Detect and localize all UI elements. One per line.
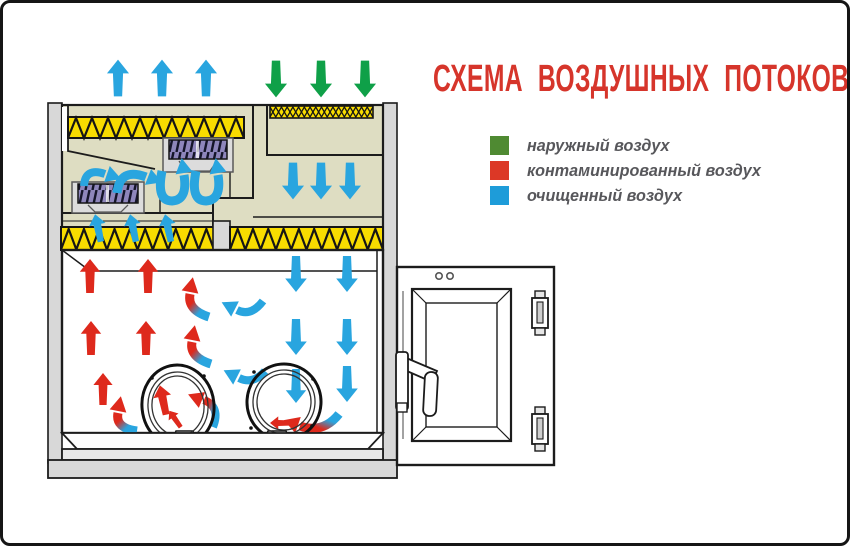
exhaust-air-arrows [106, 59, 218, 97]
pass-through-door [410, 287, 513, 443]
intake-air-arrows [264, 60, 377, 98]
legend: наружный воздух контаминированный воздух… [490, 136, 773, 211]
work-surface [47, 432, 398, 479]
door-hinge-top [531, 290, 549, 336]
page-title: СХЕМА ВОЗДУШНЫХ ПОТОКОВ [433, 58, 850, 100]
legend-label-contaminated-air: контаминированный воздух [527, 160, 761, 180]
outside-air-swatch-icon [490, 136, 509, 155]
legend-row-contaminated-air: контаминированный воздух [490, 161, 773, 180]
legend-label-outside-air: наружный воздух [527, 135, 670, 155]
filter-gap-block [212, 220, 231, 251]
contaminated-air-swatch-icon [490, 161, 509, 180]
work-chamber [60, 248, 385, 435]
plenum-airflow-arrows [80, 156, 227, 244]
door-handle [395, 351, 439, 417]
downflow-hepa-filter-right [228, 225, 385, 253]
door-hinge-bottom [531, 406, 549, 452]
blower-fan-lower [71, 181, 145, 214]
legend-row-clean-air: очищенный воздух [490, 186, 773, 205]
exhaust-hepa-filter [66, 115, 246, 141]
clean-air-swatch-icon [490, 186, 509, 205]
blower-fan-upper [162, 137, 234, 173]
supply-downflow-arrows [281, 162, 362, 200]
legend-row-outside-air: наружный воздух [490, 136, 773, 155]
intake-prefilter [269, 105, 374, 119]
legend-label-clean-air: очищенный воздух [527, 185, 683, 205]
